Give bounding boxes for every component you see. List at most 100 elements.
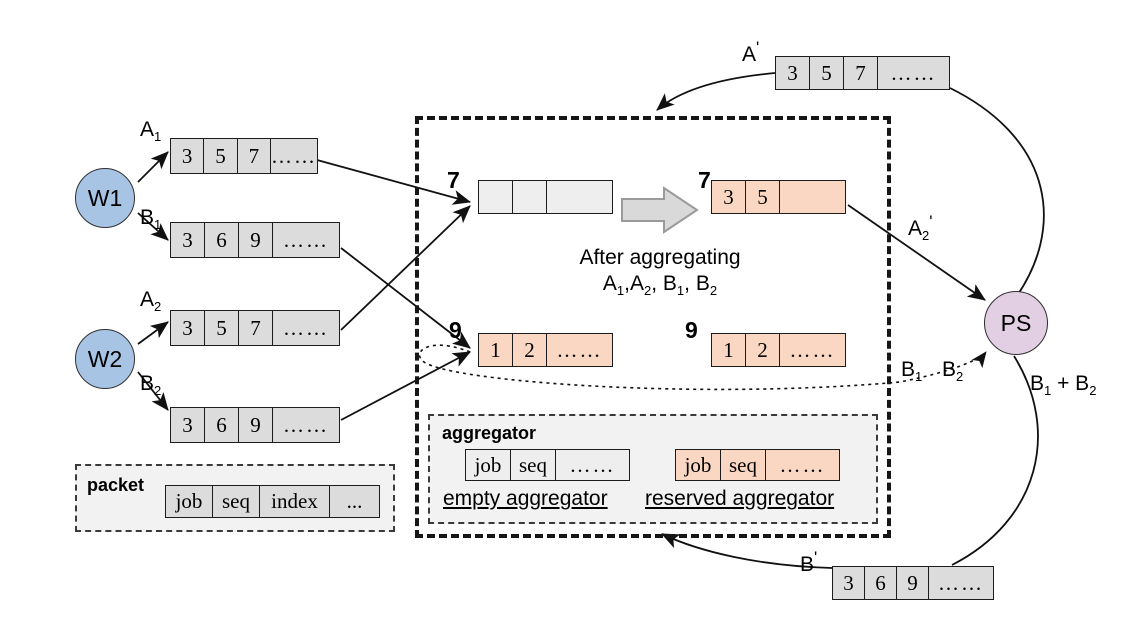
packet-cell: 9 <box>239 408 273 442</box>
label-sub: 1 <box>154 129 162 145</box>
aggregator-legend-title: aggregator <box>442 423 537 443</box>
packet-cell: 6 <box>205 223 239 257</box>
aggregator-cell-ellipsis: …… <box>547 334 612 366</box>
edge-label-a2-prime: A2' <box>908 212 933 243</box>
packet-cell: 5 <box>204 139 238 173</box>
seq-number-before-7: 7 <box>447 167 460 193</box>
aggregator-cell <box>547 181 612 213</box>
packet-cell-ellipsis: …… <box>273 311 339 345</box>
packet-cell: 6 <box>205 408 239 442</box>
packet-a-prime[interactable]: 3 5 7 …… <box>775 56 950 90</box>
packet-label-a-prime: A' <box>742 38 759 67</box>
legend-reserved-aggregator: job seq …… <box>675 449 840 481</box>
label-sub: 2 <box>922 228 930 244</box>
packet-cell: 3 <box>171 408 205 442</box>
aggregator-cell <box>513 181 547 213</box>
label-base: A <box>140 288 155 311</box>
caption-sub: 1 <box>616 283 625 299</box>
aggregator-cell: 1 <box>479 334 513 366</box>
edge-label-b1: B1 <box>901 358 922 384</box>
packet-cell: 3 <box>776 57 810 89</box>
label-base: + B <box>1051 372 1090 395</box>
label-sub: 2 <box>1089 383 1097 399</box>
aggregator-cell: job <box>466 450 511 480</box>
label-sub: 1 <box>915 369 923 385</box>
edge-label-b-sum: B1 + B2 <box>1030 372 1096 398</box>
label-base: B <box>140 206 155 229</box>
caption-sub: 2 <box>709 283 718 299</box>
label-sub: 1 <box>1044 383 1052 399</box>
legend-empty-aggregator-label: empty aggregator <box>443 487 608 510</box>
worker-label: W1 <box>87 184 123 211</box>
aggregator-cell: 5 <box>746 181 780 213</box>
seq-number-after-7: 7 <box>698 167 711 193</box>
seq-number-after-9: 9 <box>685 317 698 343</box>
packet-label-b1: B1 <box>140 206 161 232</box>
aggregator-cell: 2 <box>746 334 780 366</box>
label-base: B <box>942 358 957 381</box>
caption-line1: After aggregating <box>579 246 741 269</box>
ps-label: PS <box>1000 309 1032 336</box>
packet-label-a2: A2 <box>140 288 161 314</box>
aggregator-cell: seq <box>511 450 556 480</box>
packet-cell: job <box>166 486 213 517</box>
aggregator-cell <box>479 181 513 213</box>
programmable-switch-region <box>415 116 891 538</box>
worker-node-w1[interactable]: W1 <box>75 168 135 228</box>
packet-legend-title: packet <box>87 475 145 495</box>
label-prime: ' <box>814 548 818 567</box>
label-base: A <box>140 118 155 141</box>
label-base: B <box>901 358 916 381</box>
after-aggregating-arrow-icon <box>621 186 699 234</box>
packet-b-prime[interactable]: 3 6 9 …… <box>832 566 994 600</box>
aggregator-cell: 3 <box>712 181 746 213</box>
seq-number-before-9: 9 <box>449 317 462 343</box>
packet-a2[interactable]: 3 5 7 …… <box>170 310 340 346</box>
packet-b2[interactable]: 3 6 9 …… <box>170 407 340 443</box>
packet-cell: 6 <box>865 567 897 599</box>
aggregator-cell: seq <box>721 450 766 480</box>
label-base: A <box>742 43 757 66</box>
packet-label-a1: A1 <box>140 118 161 144</box>
packet-cell: 3 <box>171 311 205 345</box>
packet-cell-ellipsis: …… <box>878 57 949 89</box>
worker-node-w2[interactable]: W2 <box>75 329 135 389</box>
label-sub: 2 <box>154 299 162 315</box>
legend-reserved-aggregator-label: reserved aggregator <box>645 487 835 510</box>
packet-cell-ellipsis: …… <box>273 408 339 442</box>
caption-part: , B <box>684 272 710 296</box>
label-sub: 2 <box>956 369 964 385</box>
label-base: B <box>140 372 155 395</box>
after-aggregating-caption: After aggregating A1,A2, B1, B2 <box>540 245 780 300</box>
aggregator-cell <box>780 181 845 213</box>
aggregator-cell: 1 <box>712 334 746 366</box>
packet-a1[interactable]: 3 5 7 …… <box>170 138 318 174</box>
packet-cell: 7 <box>844 57 878 89</box>
caption-part: ,A <box>624 272 644 296</box>
label-prime: ' <box>929 212 933 231</box>
aggregator-cell: job <box>676 450 721 480</box>
label-base: B <box>1030 372 1045 395</box>
packet-cell: 9 <box>897 567 929 599</box>
label-sub: 1 <box>154 217 162 233</box>
aggregator-slot-before-7[interactable] <box>478 180 613 214</box>
caption-part: , B <box>651 272 677 296</box>
packet-b1[interactable]: 3 6 9 …… <box>170 222 340 258</box>
aggregator-slot-after-7[interactable]: 3 5 <box>711 180 846 214</box>
caption-line2: A1,A2, B1, B2 <box>540 271 780 299</box>
legend-empty-aggregator: job seq …… <box>465 449 630 481</box>
aggregator-slot-before-9[interactable]: 1 2 …… <box>478 333 613 367</box>
parameter-server-node[interactable]: PS <box>984 291 1048 355</box>
packet-cell: seq <box>213 486 260 517</box>
caption-part: A <box>602 272 617 296</box>
legend-packet-format: job seq index ... <box>165 485 380 518</box>
packet-cell: 3 <box>171 139 205 173</box>
caption-sub: 2 <box>644 283 652 299</box>
aggregator-slot-after-9[interactable]: 1 2 …… <box>711 333 846 367</box>
packet-cell: 5 <box>810 57 844 89</box>
packet-cell-ellipsis: …… <box>270 139 317 173</box>
packet-label-b-prime: B' <box>800 548 817 577</box>
edge-label-b2: B2 <box>942 358 963 384</box>
packet-cell-ellipsis: ... <box>330 486 379 517</box>
packet-cell: 3 <box>171 223 205 257</box>
